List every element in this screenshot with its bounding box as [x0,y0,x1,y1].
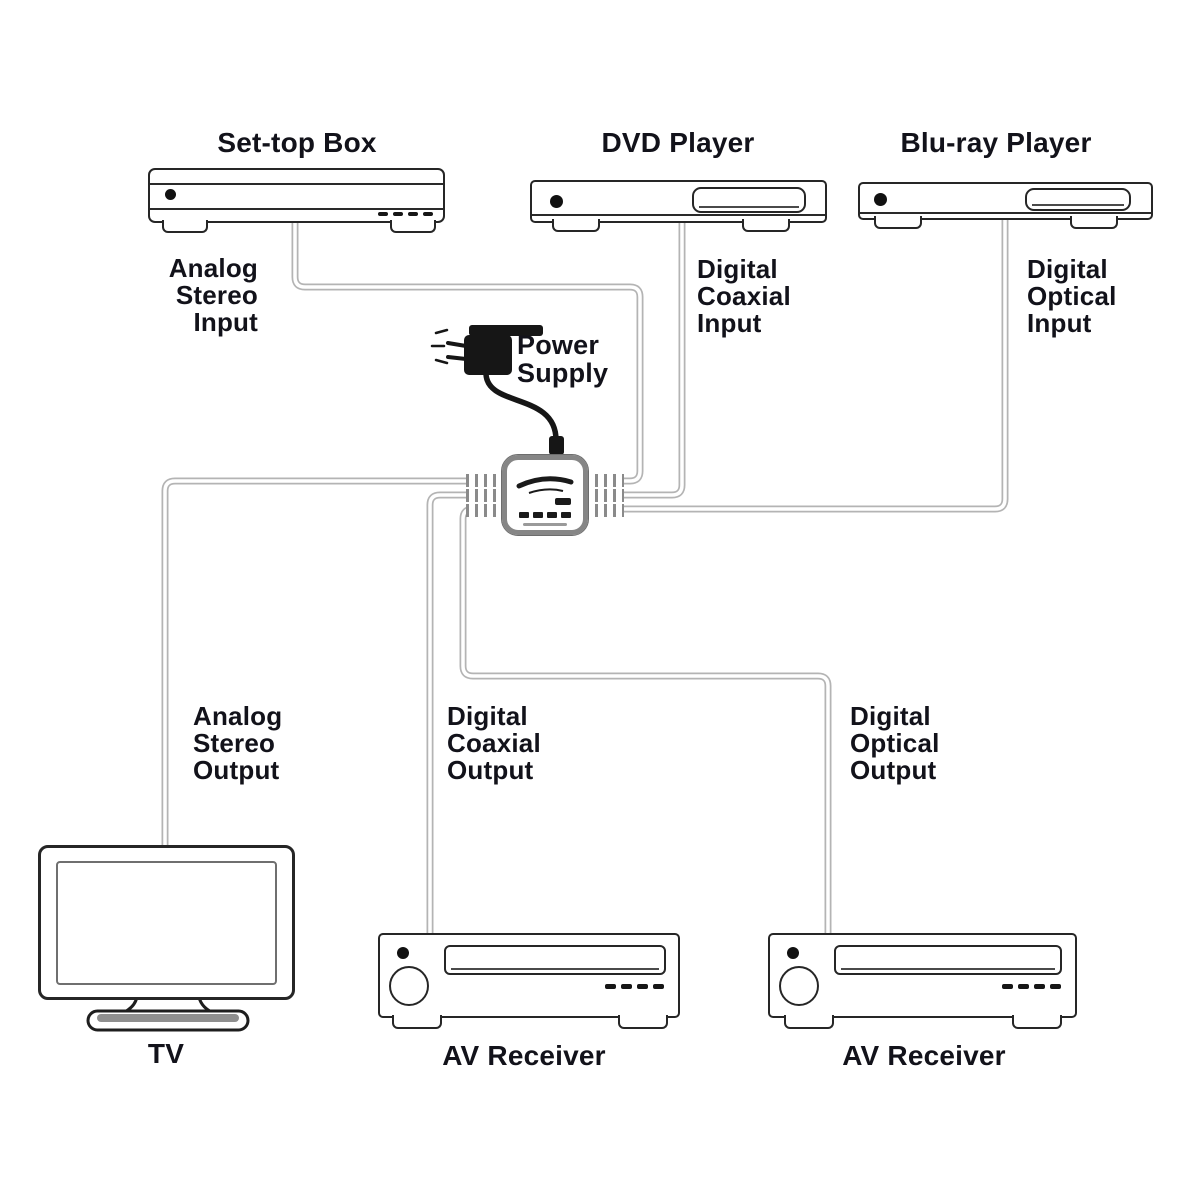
display-slot [841,968,1055,970]
device-foot [742,219,790,232]
device-foot [552,219,600,232]
power-plug-barrel [549,436,564,455]
dvd-player-title: DVD Player [601,127,755,158]
switch-port-comb [466,504,504,517]
cable-tubes-outer [161,212,1009,940]
disc-tray [692,187,806,213]
switch-brand-mark [555,498,571,505]
cable-digital-coaxial-input [612,214,686,499]
label-digital-optical-input: Digital Optical Input [1027,254,1117,338]
power-plug-prongs [446,341,468,361]
power-supply-icon [430,325,564,455]
device-foot [390,220,436,233]
device-foot [1070,216,1118,229]
blu-ray-player-icon [858,182,1153,220]
power-led-dot [550,195,563,208]
set-top-box-icon [148,168,445,223]
switch-logo-swoosh [516,476,574,489]
switch-port-comb [466,489,504,502]
switch-port-comb [586,504,624,517]
power-led-dot [787,947,799,959]
switch-faceplate [516,476,574,526]
switch-port-comb [466,474,504,487]
display-window [834,945,1062,975]
chassis-line [860,212,1151,214]
device-foot [392,1015,442,1029]
display-slot [451,968,659,970]
av-receiver-icon [378,933,680,1018]
power-led-dot [397,947,409,959]
av-receiver-icon [768,933,1077,1018]
label-digital-coaxial-input: Digital Coaxial Input [697,254,791,338]
label-analog-stereo-output: Analog Stereo Output [193,701,283,785]
label-digital-optical-output: Digital Optical Output [850,701,940,785]
display-window [444,945,666,975]
front-buttons [1002,984,1061,989]
device-foot [162,220,208,233]
front-buttons [605,984,664,989]
power-cord [483,370,559,443]
audio-switch-icon [501,454,589,536]
tray-slot [1032,204,1124,206]
disc-tray [1025,188,1131,211]
switch-logo-underline [528,488,564,494]
cable-analog-stereo-output [161,477,500,852]
volume-knob [389,966,429,1006]
switch-port-comb [586,474,624,487]
label-analog-stereo-input: Analog Stereo Input [168,253,258,337]
tv-title: TV [147,1038,185,1069]
cable-tubes-core [163,212,1007,940]
device-foot [618,1015,668,1029]
switch-port-comb [586,489,624,502]
chassis-line [150,208,443,210]
power-led-dot [874,193,887,206]
blu-ray-player-title: Blu-ray Player [900,127,1092,158]
power-spark-lines [430,328,449,365]
set-top-box-title: Set-top Box [217,127,377,158]
front-buttons [378,212,433,216]
label-power-supply: Power Supply [517,330,609,388]
volume-knob [779,966,819,1006]
tv-stand [86,995,250,1032]
device-foot [874,216,922,229]
switch-fine-print [523,523,567,526]
av-receiver-coaxial-title: AV Receiver [442,1040,606,1071]
tv-icon [38,845,295,1000]
chassis-line [150,183,443,185]
tv-screen [56,861,277,985]
device-foot [784,1015,834,1029]
chassis-line [532,214,825,216]
av-receiver-optical-title: AV Receiver [842,1040,1006,1071]
tray-slot [699,206,799,208]
power-led-dot [165,189,176,200]
label-digital-coaxial-output: Digital Coaxial Output [447,701,541,785]
dvd-player-icon [530,180,827,223]
cable-digital-optical-input [616,212,1009,513]
switch-buttons [519,512,571,518]
device-foot [1012,1015,1062,1029]
